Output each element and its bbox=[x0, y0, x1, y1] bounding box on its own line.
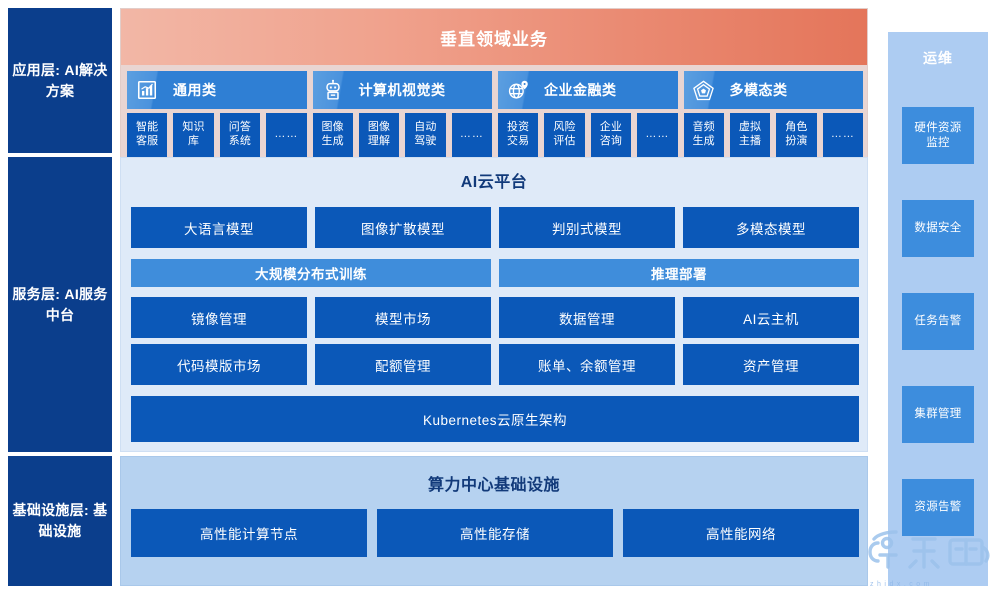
bar-chart-icon bbox=[127, 71, 167, 109]
service-row-management-1: 镜像管理 模型市场 数据管理 AI云主机 bbox=[131, 297, 859, 338]
service-box[interactable]: 数据管理 bbox=[499, 297, 675, 338]
service-box[interactable]: 推理部署 bbox=[499, 259, 859, 287]
service-box[interactable]: 多模态模型 bbox=[683, 207, 859, 248]
tag-item[interactable]: 音频 生成 bbox=[683, 113, 724, 157]
service-box[interactable]: 代码模版市场 bbox=[131, 344, 307, 385]
service-row-models: 大语言模型 图像扩散模型 判别式模型 多模态模型 bbox=[131, 207, 859, 248]
tag-item-ellipsis[interactable]: …… bbox=[637, 113, 678, 157]
pentagon-shield-icon bbox=[684, 71, 724, 109]
layer-label-service: 服务层: AI服务中台 bbox=[8, 157, 112, 452]
infrastructure-box[interactable]: 高性能计算节点 bbox=[131, 509, 367, 557]
category-header-row: 通用类 计算机视觉类 bbox=[127, 71, 863, 109]
operations-item-hardware-monitoring[interactable]: 硬件资源 监控 bbox=[902, 107, 974, 164]
tag-item[interactable]: 企业 咨询 bbox=[590, 113, 632, 157]
category-label-general: 通用类 bbox=[173, 82, 217, 98]
tag-group-enterprise-finance: 投资 交易 风险 评估 企业 咨询 …… bbox=[498, 113, 678, 157]
tag-item[interactable]: 智能 客服 bbox=[127, 113, 168, 157]
tag-item[interactable]: 问答 系统 bbox=[219, 113, 261, 157]
infrastructure-box[interactable]: 高性能网络 bbox=[623, 509, 859, 557]
application-layer-panel: 垂直领域业务 通用类 bbox=[120, 8, 868, 160]
tag-item-ellipsis[interactable]: …… bbox=[451, 113, 492, 157]
tag-item[interactable]: 自动 驾驶 bbox=[405, 113, 446, 157]
operations-item-data-security[interactable]: 数据安全 bbox=[902, 200, 974, 257]
category-label-multimodal: 多模态类 bbox=[729, 82, 788, 98]
operations-item-task-alerts[interactable]: 任务告警 bbox=[902, 293, 974, 350]
robot-face-icon bbox=[313, 71, 353, 109]
service-layer-title: AI云平台 bbox=[460, 174, 528, 191]
vertical-domain-business-title: 垂直领域业务 bbox=[440, 29, 548, 49]
tag-item[interactable]: 投资 交易 bbox=[498, 113, 539, 157]
tag-item[interactable]: 图像 生成 bbox=[312, 113, 353, 157]
application-tag-row: 智能 客服 知识 库 问答 系统 …… 图像 生成 图像 理解 自动 驾驶 ……… bbox=[127, 113, 863, 157]
tag-item[interactable]: 知识 库 bbox=[173, 113, 214, 157]
tag-item-ellipsis[interactable]: …… bbox=[822, 113, 863, 157]
operations-sidebar: 运维 硬件资源 监控 数据安全 任务告警 集群管理 资源告警 bbox=[888, 32, 988, 586]
tag-item[interactable]: 虚拟 主播 bbox=[729, 113, 771, 157]
service-row-training: 大规模分布式训练 推理部署 bbox=[131, 259, 859, 287]
service-box[interactable]: 资产管理 bbox=[683, 344, 859, 385]
tag-group-multimodal: 音频 生成 虚拟 主播 角色 扮演 …… bbox=[683, 113, 863, 157]
tag-group-general: 智能 客服 知识 库 问答 系统 …… bbox=[127, 113, 307, 157]
service-box[interactable]: 大规模分布式训练 bbox=[131, 259, 491, 287]
layer-label-application: 应用层: AI解决方案 bbox=[8, 8, 112, 153]
service-box[interactable]: 模型市场 bbox=[315, 297, 491, 338]
infrastructure-layer-panel: 算力中心基础设施 高性能计算节点 高性能存储 高性能网络 bbox=[120, 456, 868, 586]
tag-item[interactable]: 角色 扮演 bbox=[776, 113, 817, 157]
service-box[interactable]: 图像扩散模型 bbox=[315, 207, 491, 248]
tag-item[interactable]: 图像 理解 bbox=[358, 113, 400, 157]
tag-item[interactable]: 风险 评估 bbox=[544, 113, 585, 157]
service-box[interactable]: 大语言模型 bbox=[131, 207, 307, 248]
operations-item-resource-alerts[interactable]: 资源告警 bbox=[902, 479, 974, 536]
service-row-management-2: 代码模版市场 配额管理 账单、余额管理 资产管理 bbox=[131, 344, 859, 385]
tag-item-ellipsis[interactable]: …… bbox=[266, 113, 307, 157]
category-header-computer-vision[interactable]: 计算机视觉类 bbox=[312, 71, 492, 109]
category-header-enterprise-finance[interactable]: 企业金融类 bbox=[498, 71, 678, 109]
service-box[interactable]: 配额管理 bbox=[315, 344, 491, 385]
category-label-enterprise-finance: 企业金融类 bbox=[544, 82, 617, 98]
vertical-domain-business-band: 垂直领域业务 bbox=[121, 9, 867, 65]
globe-pin-icon bbox=[498, 71, 538, 109]
service-box-kubernetes[interactable]: Kubernetes云原生架构 bbox=[131, 396, 859, 442]
service-box[interactable]: 判别式模型 bbox=[499, 207, 675, 248]
layer-label-infrastructure: 基础设施层: 基础设施 bbox=[8, 456, 112, 586]
service-box[interactable]: 账单、余额管理 bbox=[499, 344, 675, 385]
category-label-computer-vision: 计算机视觉类 bbox=[358, 82, 446, 98]
category-header-multimodal[interactable]: 多模态类 bbox=[683, 71, 863, 109]
operations-title: 运维 bbox=[923, 50, 953, 66]
category-header-general[interactable]: 通用类 bbox=[127, 71, 307, 109]
infrastructure-box[interactable]: 高性能存储 bbox=[377, 509, 613, 557]
infrastructure-row: 高性能计算节点 高性能存储 高性能网络 bbox=[131, 509, 859, 557]
service-row-kubernetes: Kubernetes云原生架构 bbox=[131, 396, 859, 442]
service-layer-panel: AI云平台 大语言模型 图像扩散模型 判别式模型 多模态模型 大规模分布式训练 … bbox=[120, 157, 868, 452]
infrastructure-layer-title: 算力中心基础设施 bbox=[427, 477, 560, 494]
tag-group-computer-vision: 图像 生成 图像 理解 自动 驾驶 …… bbox=[312, 113, 492, 157]
service-box[interactable]: 镜像管理 bbox=[131, 297, 307, 338]
operations-item-cluster-management[interactable]: 集群管理 bbox=[902, 386, 974, 443]
service-box[interactable]: AI云主机 bbox=[683, 297, 859, 338]
